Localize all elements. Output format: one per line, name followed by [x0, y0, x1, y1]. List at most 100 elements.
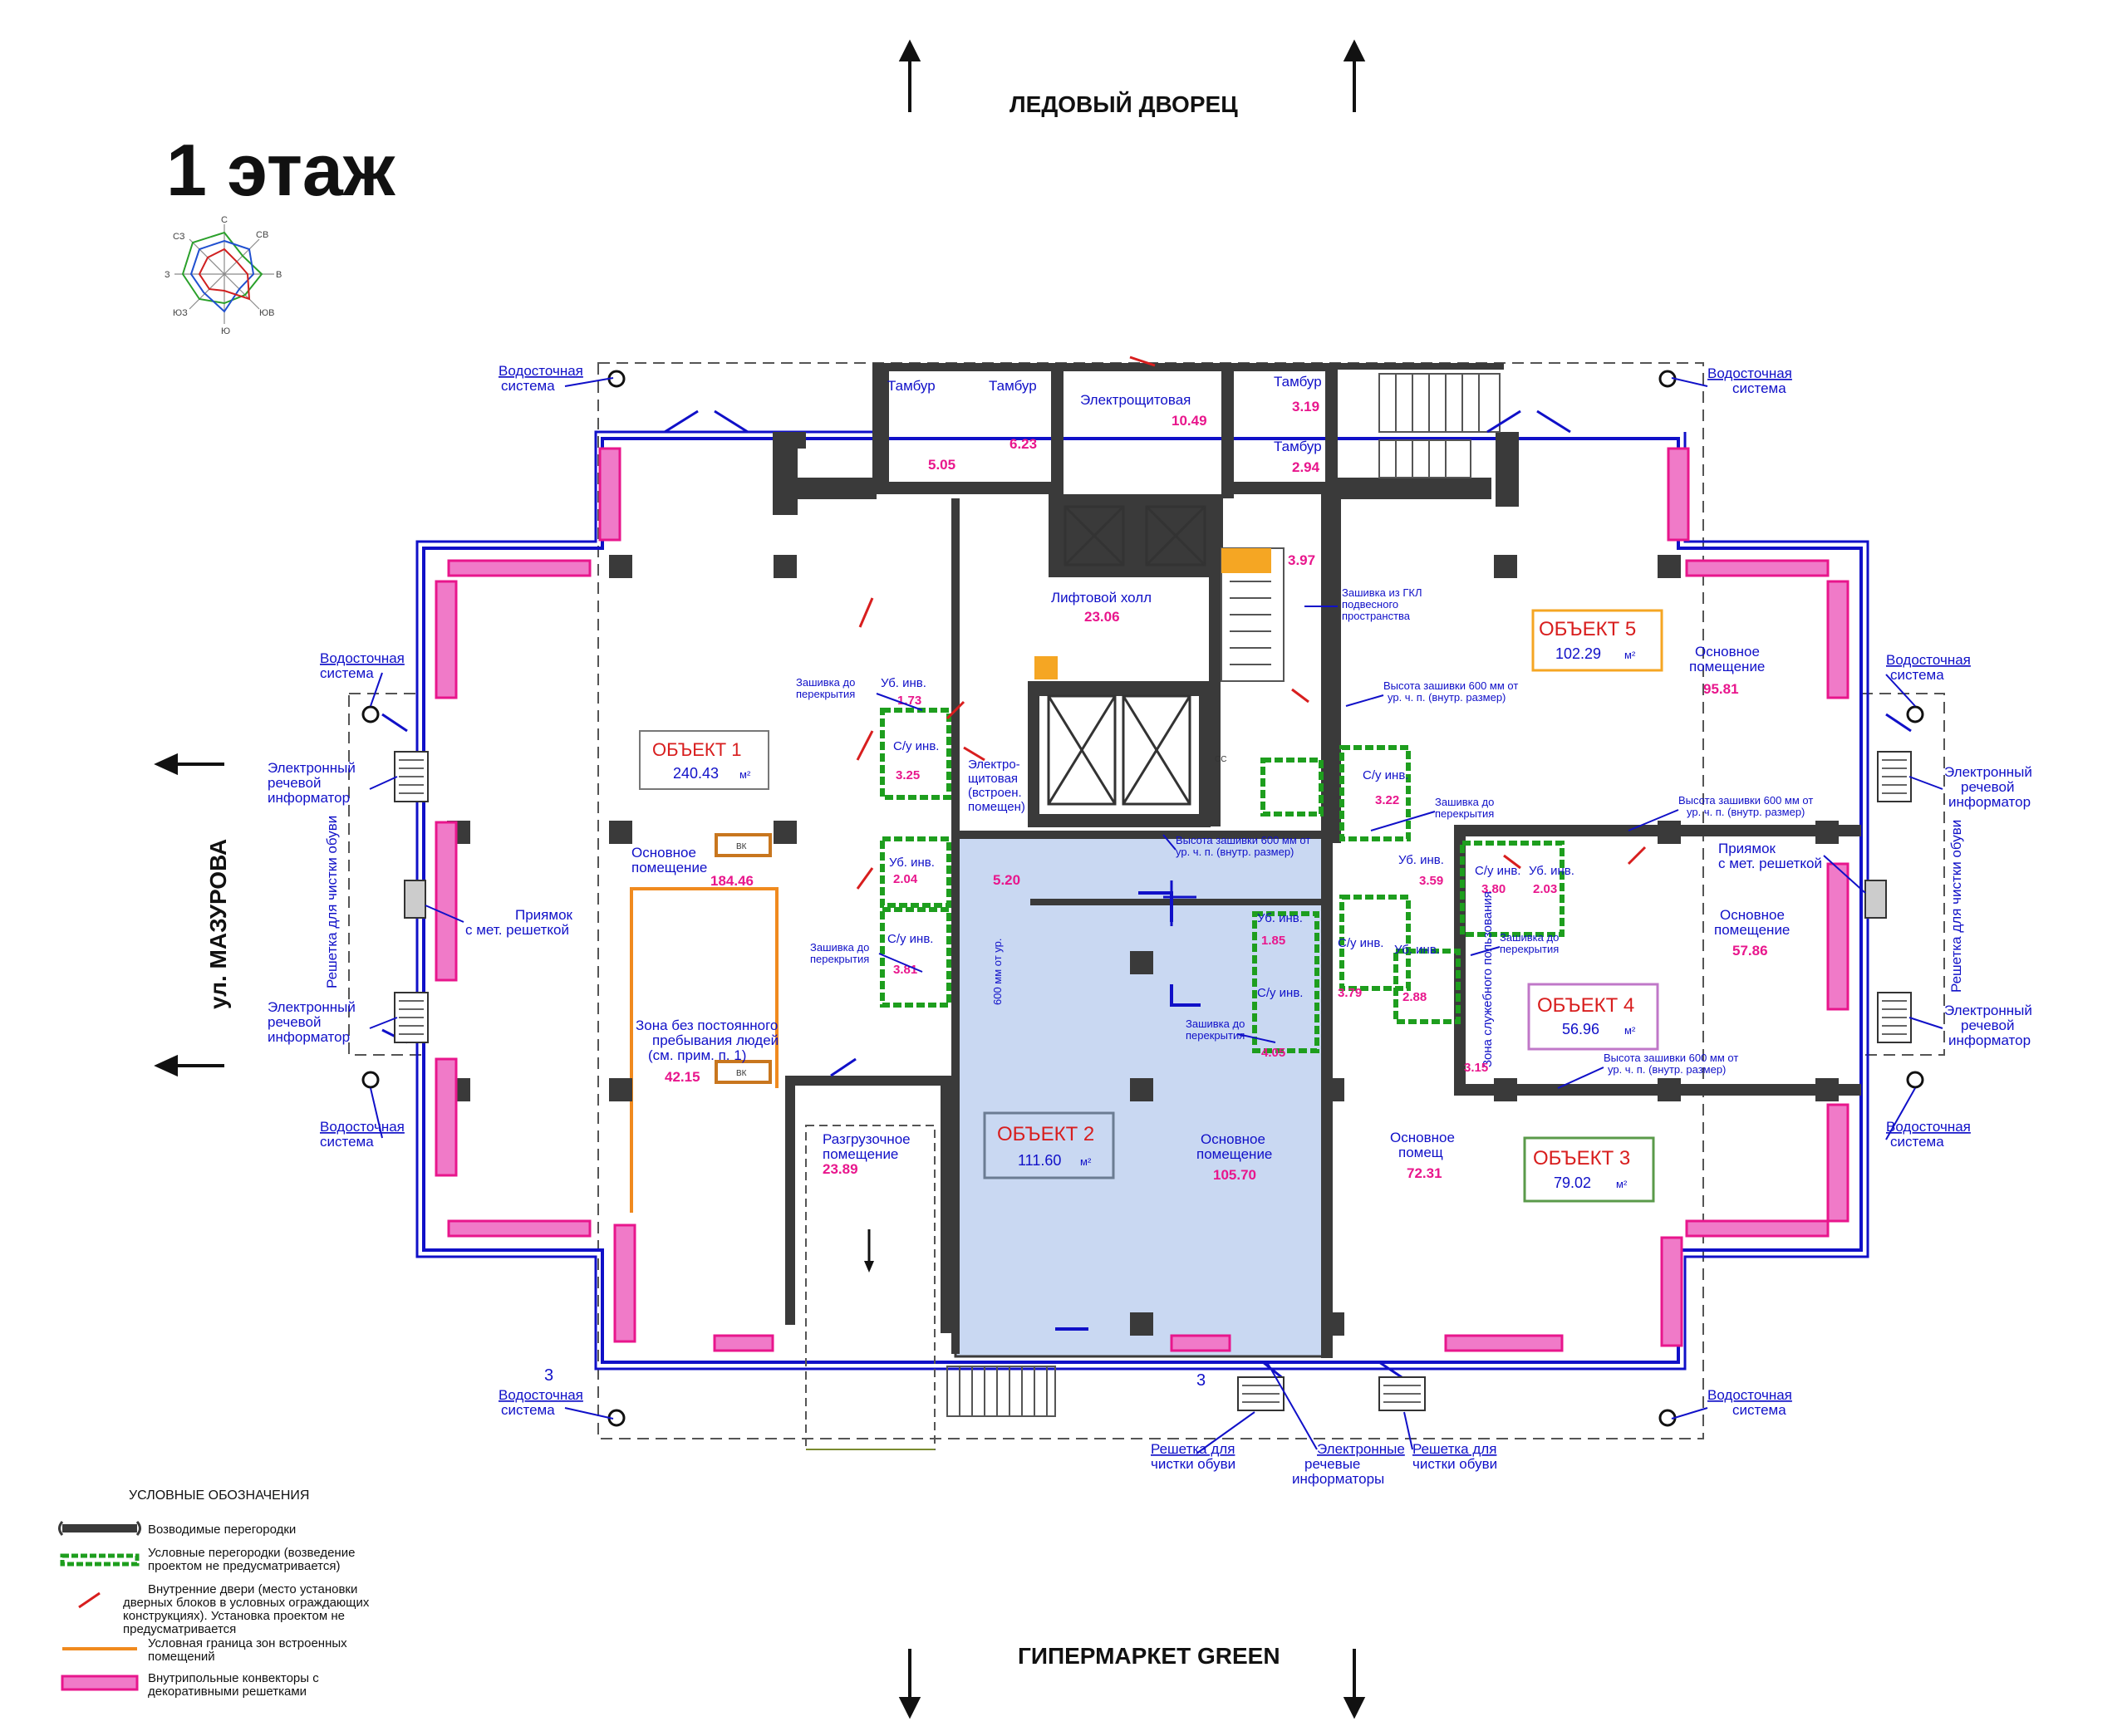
south-arrow-right [1343, 1649, 1366, 1719]
south-notes: Решетка для чистки обуви Электронные реч… [544, 1366, 1497, 1487]
su4-label: С/у инв. [1475, 864, 1520, 878]
svg-text:система: система [1732, 1402, 1786, 1418]
main5-area: 95.81 [1703, 681, 1739, 697]
svg-text:Высота зашивки 600 мм от: Высота зашивки 600 мм от [1678, 794, 1813, 807]
svg-text:Высота зашивки 600 мм от: Высота зашивки 600 мм от [1176, 834, 1310, 846]
svg-text:система: система [320, 1134, 374, 1150]
stair-area: 3.97 [1288, 552, 1315, 568]
svg-text:102.29: 102.29 [1555, 645, 1601, 662]
north-street-label: ЛЕДОВЫЙ ДВОРЕЦ [1009, 91, 1238, 117]
su2-label: С/у инв. [887, 932, 933, 946]
svg-text:Водосточная: Водосточная [1707, 1387, 1792, 1403]
tambur-1-label: Тамбур [887, 378, 936, 394]
lift-shafts [1047, 505, 1206, 806]
su1-area: 3.25 [896, 768, 920, 782]
main1-area: 184.46 [710, 873, 754, 889]
su6-label: С/у инв. [1338, 936, 1383, 950]
elec-label: Электрощитовая [1080, 392, 1191, 408]
svg-text:Водосточная: Водосточная [1886, 652, 1971, 668]
main3-label2: помещ [1398, 1145, 1443, 1160]
service-zone-label: Зона служебного пользования [1481, 891, 1495, 1067]
svg-text:Зашивка до: Зашивка до [796, 676, 855, 689]
svg-text:Водосточная: Водосточная [320, 650, 405, 666]
svg-text:перекрытия: перекрытия [796, 688, 855, 700]
a379-area: 3.79 [1338, 986, 1362, 1000]
svg-text:Электронный: Электронный [1944, 764, 2032, 780]
su4-area: 3.80 [1481, 882, 1506, 896]
svg-text:Решетка для: Решетка для [1412, 1441, 1496, 1457]
service-zone-area: 3.15 [1464, 1061, 1488, 1075]
pit-west-l1: Приямок [515, 907, 573, 923]
svg-text:Электронный: Электронный [268, 999, 356, 1015]
tambur-2-label: Тамбур [989, 378, 1037, 394]
south-arrow-left [898, 1649, 921, 1719]
su5-area: 4.05 [1261, 1046, 1285, 1060]
svg-text:СЗ: СЗ [173, 232, 185, 242]
legend-heading: УСЛОВНЫЕ ОБОЗНАЧЕНИЯ [129, 1488, 309, 1503]
elec-area: 10.49 [1172, 413, 1207, 429]
svg-text:ОБЪЕКТ 2: ОБЪЕКТ 2 [997, 1123, 1094, 1145]
svg-text:м²: м² [1080, 1155, 1092, 1168]
zone-label1: Зона без постоянного [636, 1018, 778, 1033]
svg-text:ур. ч. п. (внутр. размер): ур. ч. п. (внутр. размер) [1687, 806, 1805, 818]
object-5-box: ОБЪЕКТ 5 102.29 м² [1531, 609, 1663, 672]
svg-text:подвесного: подвесного [1342, 598, 1398, 611]
svg-text:перекрытия: перекрытия [810, 953, 869, 965]
svg-text:Электронные: Электронные [1317, 1441, 1405, 1457]
svg-text:система: система [501, 378, 555, 394]
main5-label2: помещение [1689, 659, 1765, 674]
svg-text:Электронный: Электронный [268, 760, 356, 776]
ub5-label: Уб. инв. [1257, 911, 1303, 925]
zone-boundary-obj1 [630, 887, 779, 1213]
main4-area: 57.86 [1732, 943, 1768, 959]
object-2-box: ОБЪЕКТ 2 111.60 м² [983, 1111, 1115, 1179]
su5-label: С/у инв. [1257, 986, 1303, 1000]
object-1-box: ОБЪЕКТ 1 240.43 м² [639, 730, 769, 790]
main4-label2: помещение [1714, 922, 1790, 938]
conditional-partitions [880, 708, 1565, 1053]
svg-text:ОБЪЕКТ 3: ОБЪЕКТ 3 [1533, 1147, 1630, 1170]
svg-text:ВК: ВК [736, 1069, 747, 1078]
main1-label2: помещение [631, 860, 707, 875]
ub2-label: Уб. инв. [889, 856, 935, 870]
main1-label1: Основное [631, 845, 696, 861]
outer-wall [415, 430, 1869, 1371]
svg-text:речевой: речевой [1961, 779, 2014, 795]
svg-text:система: система [501, 1402, 555, 1418]
columns [447, 555, 1839, 1336]
ub4-label: Уб. инв. [1529, 864, 1574, 878]
svg-text:Возводимые перегородки: Возводимые перегородки [148, 1523, 296, 1537]
svg-text:Ю: Ю [221, 326, 230, 336]
svg-text:предусматривается: предусматривается [123, 1622, 236, 1636]
svg-text:Электронный: Электронный [1944, 1003, 2032, 1018]
su1-label: С/у инв. [893, 739, 939, 753]
svg-text:система: система [1890, 1134, 1944, 1150]
svg-text:79.02: 79.02 [1554, 1174, 1591, 1191]
svg-text:информаторы: информаторы [1292, 1471, 1384, 1487]
canopy-west [348, 693, 425, 1056]
elec2-l4: помещен) [968, 800, 1025, 814]
stair-north-east [1378, 373, 1501, 478]
convectors [435, 447, 1849, 1352]
ub6-label: Уб. инв. [1394, 943, 1440, 957]
svg-text:З: З [165, 270, 170, 280]
cover-notes: Зашивка до перекрытия Зашивка до перекры… [796, 586, 1813, 1076]
wind-rose-icon: С СВ В ЮВ Ю ЮЗ З СЗ [165, 215, 282, 336]
svg-text:система: система [1732, 380, 1786, 396]
svg-text:ЮВ: ЮВ [259, 308, 274, 318]
svg-text:ОБЪЕКТ 4: ОБЪЕКТ 4 [1537, 994, 1634, 1017]
unload-label2: помещение [823, 1146, 898, 1162]
main3-label1: Основное [1390, 1130, 1455, 1145]
svg-text:Зашивка до: Зашивка до [810, 941, 869, 954]
drain-markers [361, 370, 1924, 1427]
ss-label: СС [1215, 755, 1226, 764]
ub6-area: 2.88 [1402, 990, 1427, 1004]
svg-text:м²: м² [739, 768, 751, 781]
ub1-label: Уб. инв. [881, 676, 926, 690]
svg-text:конструкциях). Установка проек: конструкциях). Установка проектом не [123, 1609, 345, 1623]
svg-text:С: С [221, 215, 228, 225]
pit-west [404, 880, 426, 919]
su3-area: 3.22 [1375, 793, 1399, 807]
unload-label1: Разгрузочное [823, 1131, 911, 1147]
svg-text:помещений: помещений [148, 1650, 215, 1664]
